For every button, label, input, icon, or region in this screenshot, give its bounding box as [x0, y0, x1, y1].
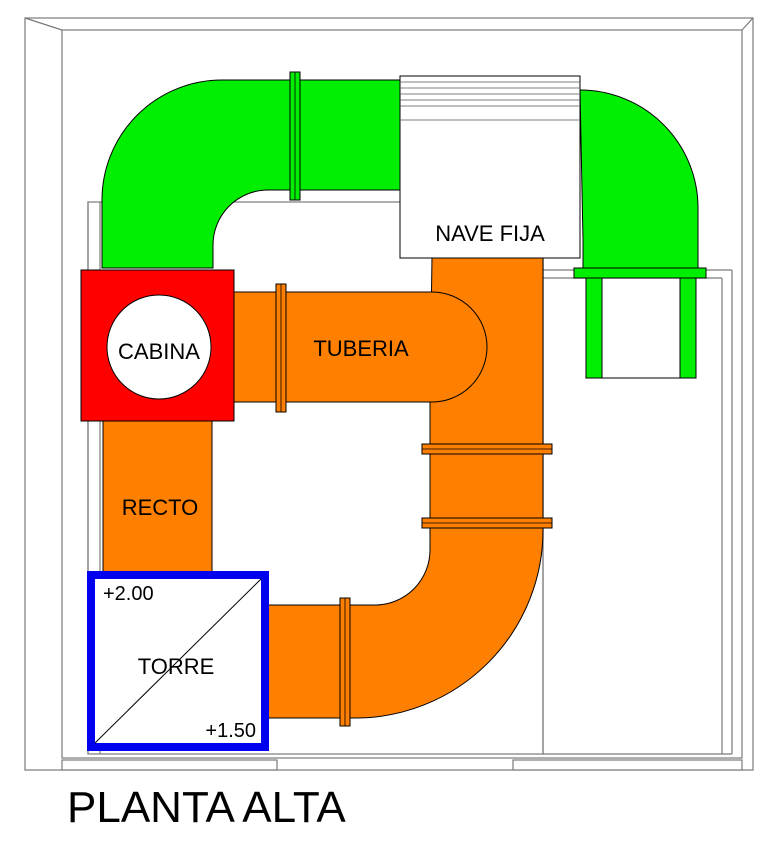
recto-label: RECTO	[122, 495, 199, 520]
orange-tuberia	[232, 291, 488, 403]
green-support-left	[585, 277, 603, 379]
cabina-label: CABINA	[118, 339, 200, 364]
level-bottom: +1.50	[205, 720, 256, 742]
torre-label: TORRE	[138, 654, 215, 679]
nave-fija-label: NAVE FIJA	[435, 221, 545, 246]
level-top: +2.00	[103, 583, 154, 605]
cabina-circle	[106, 294, 212, 400]
green-slide-left	[101, 79, 401, 269]
tuberia-label: TUBERIA	[313, 336, 409, 361]
orange-recto	[102, 419, 213, 581]
plan-title: PLANTA ALTA	[67, 783, 346, 832]
torre-diagonal	[94, 578, 262, 744]
green-support-right	[679, 277, 697, 379]
green-slide-right-flange	[573, 267, 707, 279]
nave-fija-box	[399, 75, 581, 259]
green-slide-right	[579, 89, 699, 271]
